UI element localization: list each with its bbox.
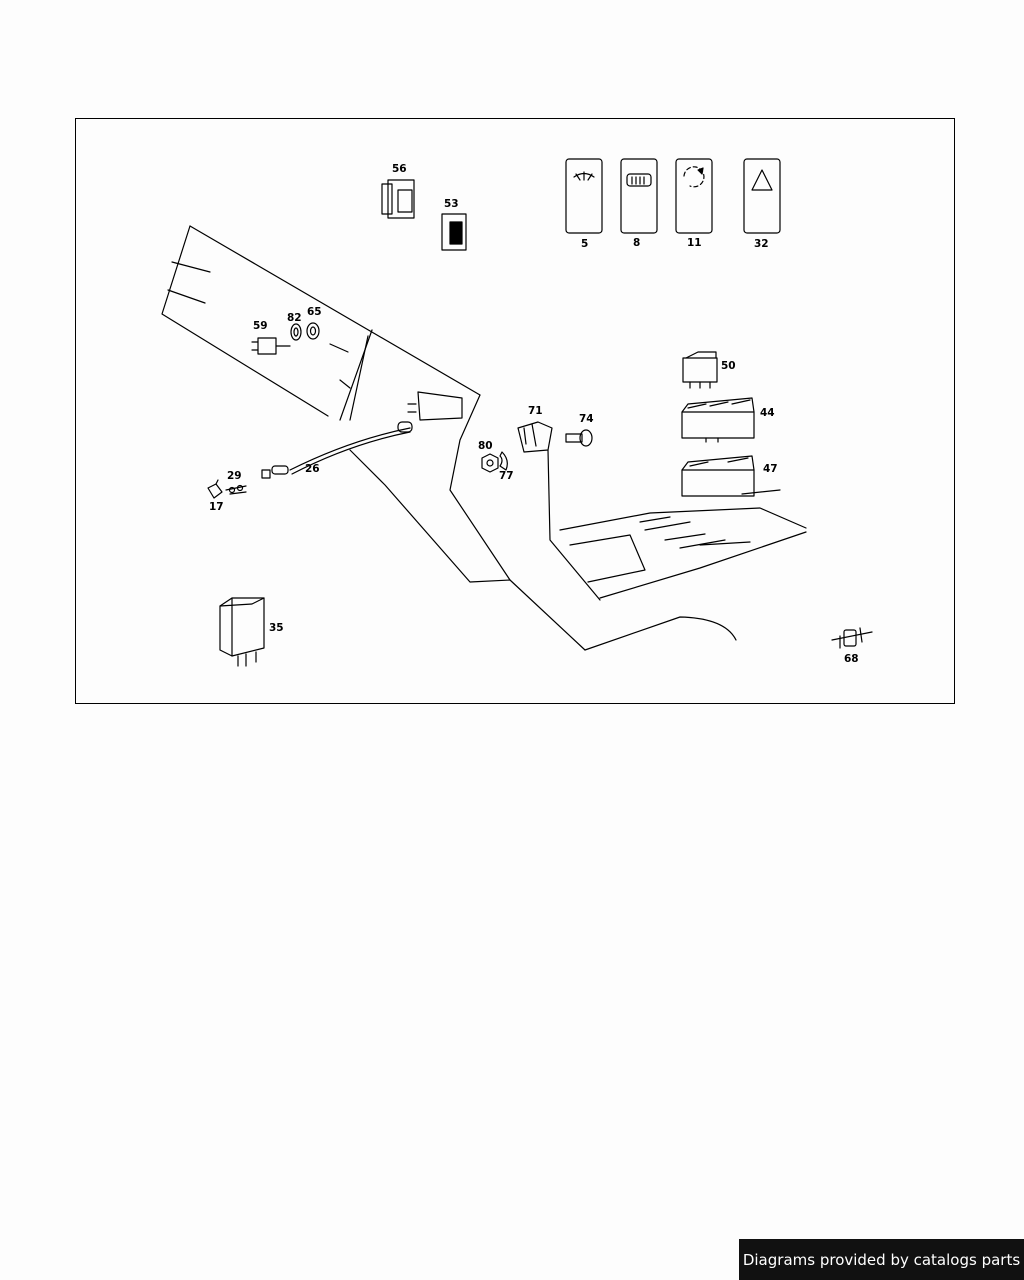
label-53: 53 [444, 198, 459, 210]
part-44-switch-block [681, 397, 755, 443]
dashboard-outline [161, 225, 807, 651]
credit-text: Diagrams provided by catalogs parts [742, 1250, 1021, 1269]
part-71-bracket [517, 421, 553, 453]
part-59-switch [251, 337, 291, 355]
label-50: 50 [721, 360, 736, 372]
label-44: 44 [760, 407, 775, 419]
part-35-relay [219, 597, 265, 667]
part-29-connector [225, 484, 247, 495]
part-74-screw [565, 429, 593, 447]
button-8 [620, 158, 658, 234]
part-53-rocker-switch [441, 213, 467, 251]
label-29: 29 [227, 470, 242, 482]
button-5 [565, 158, 603, 234]
part-80-nut [481, 453, 499, 473]
label-11: 11 [687, 237, 702, 249]
label-47: 47 [763, 463, 778, 475]
part-47-switch-block [681, 455, 755, 497]
diagram-frame [75, 118, 955, 704]
label-68: 68 [844, 653, 859, 665]
part-68-socket [831, 627, 873, 649]
label-17: 17 [209, 501, 224, 513]
part-26-harness [261, 391, 463, 479]
part-77-clip [499, 451, 508, 471]
button-32 [743, 158, 781, 234]
label-8: 8 [633, 237, 640, 249]
part-labels: 56 53 5 8 11 32 59 82 65 50 44 47 71 74 … [209, 163, 859, 665]
label-5: 5 [581, 238, 588, 250]
label-35: 35 [269, 622, 284, 634]
label-65: 65 [307, 306, 322, 318]
part-65-nut [306, 322, 320, 340]
label-26: 26 [305, 463, 320, 475]
part-56-switch [381, 179, 415, 219]
part-50-switch [682, 351, 718, 389]
label-71: 71 [528, 405, 543, 417]
label-59: 59 [253, 320, 268, 332]
part-82-washer [290, 323, 302, 341]
button-11 [675, 158, 713, 234]
label-56: 56 [392, 163, 407, 175]
credit-banner: Diagrams provided by catalogs parts [739, 1239, 1024, 1280]
label-80: 80 [478, 440, 493, 452]
label-32: 32 [754, 238, 769, 250]
part-17-terminal [207, 479, 223, 499]
label-74: 74 [579, 413, 594, 425]
label-77: 77 [499, 470, 514, 482]
parts-diagram: 56 53 5 8 11 32 59 82 65 50 44 47 71 74 … [161, 158, 873, 667]
label-82: 82 [287, 312, 302, 324]
